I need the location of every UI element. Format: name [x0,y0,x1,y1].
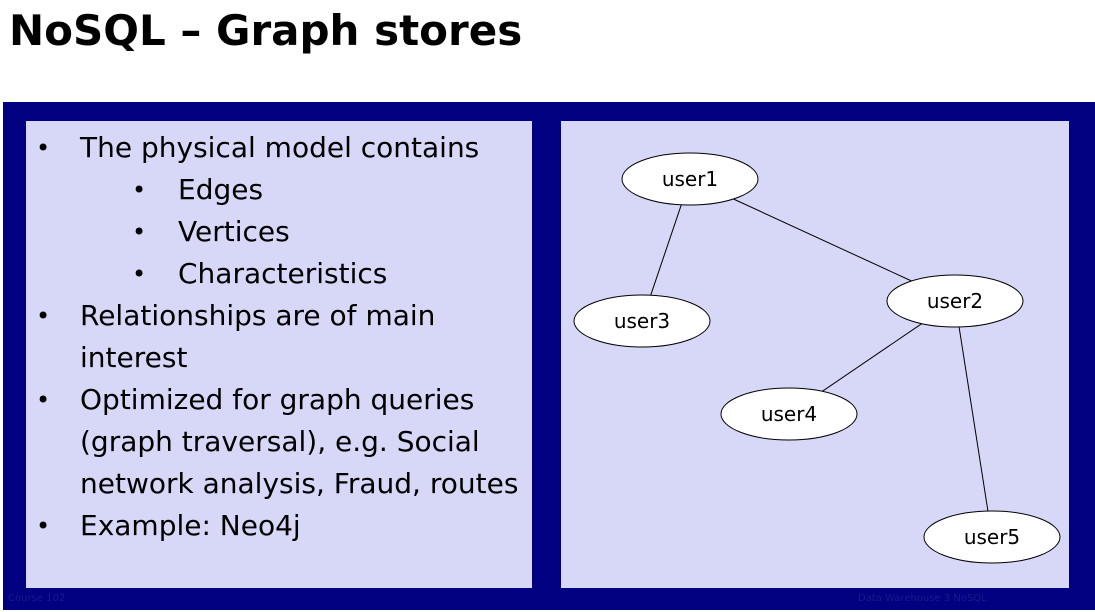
bullet-item: • The physical model contains [26,127,532,169]
bullet-text: Vertices [178,215,290,248]
text-panel [26,121,532,588]
footer-right-text: Data Warehouse 3 NoSQL [858,593,987,604]
graph-edge-user1-user2 [733,198,912,282]
graph-edge-user2-user5 [958,326,989,512]
sub-bullet-item: • Edges [26,169,532,211]
node-label: user4 [761,402,817,426]
graph-node-user2: user2 [886,274,1024,328]
edge-layer [650,198,989,512]
bullet-dot-icon: • [132,218,147,246]
sub-bullet-item: • Characteristics [26,253,532,295]
node-label: user3 [614,309,670,333]
node-label: user5 [964,525,1020,549]
bullet-text: Example: Neo4j [80,509,301,542]
node-ellipse [621,152,759,206]
footer-left-text: Course 102 [8,593,66,604]
graph-node-user5: user5 [923,510,1061,564]
bullet-dot-icon: • [36,302,51,330]
bullet-item: • Example: Neo4j [26,505,532,547]
node-ellipse [720,387,858,441]
node-ellipse [923,510,1061,564]
graph-edge-user2-user4 [822,323,922,392]
bullet-text: Edges [178,173,264,206]
bullet-dot-icon: • [36,134,51,162]
node-label: user1 [662,167,718,191]
graph-edge-user1-user3 [650,204,682,296]
bullet-item: • Optimized for graph queries (graph trav… [26,379,532,505]
node-layer: user1 user2 user3 user4 user5 [573,152,1061,564]
bullet-item: • Relationships are of main interest [26,295,532,379]
bullet-dot-icon: • [36,512,51,540]
bullet-dot-icon: • [132,176,147,204]
bullet-text: Relationships are of main interest [80,299,436,374]
bullet-list: • The physical model contains • Edges • Ver… [26,127,532,547]
bullet-dot-icon: • [36,386,51,414]
node-label: user2 [927,289,983,313]
bullet-text: Characteristics [178,257,388,290]
sub-bullet-item: • Vertices [26,211,532,253]
slide-title: NoSQL – Graph stores [9,6,523,55]
graph-diagram: user1 user2 user3 user4 user5 [573,152,1061,564]
node-ellipse [886,274,1024,328]
graph-node-user1: user1 [621,152,759,206]
bullet-text: Optimized for graph queries (graph trave… [80,383,519,500]
graph-node-user3: user3 [573,294,711,348]
bullet-text: The physical model contains [80,131,480,164]
bullet-dot-icon: • [132,260,147,288]
graph-node-user4: user4 [720,387,858,441]
node-ellipse [573,294,711,348]
